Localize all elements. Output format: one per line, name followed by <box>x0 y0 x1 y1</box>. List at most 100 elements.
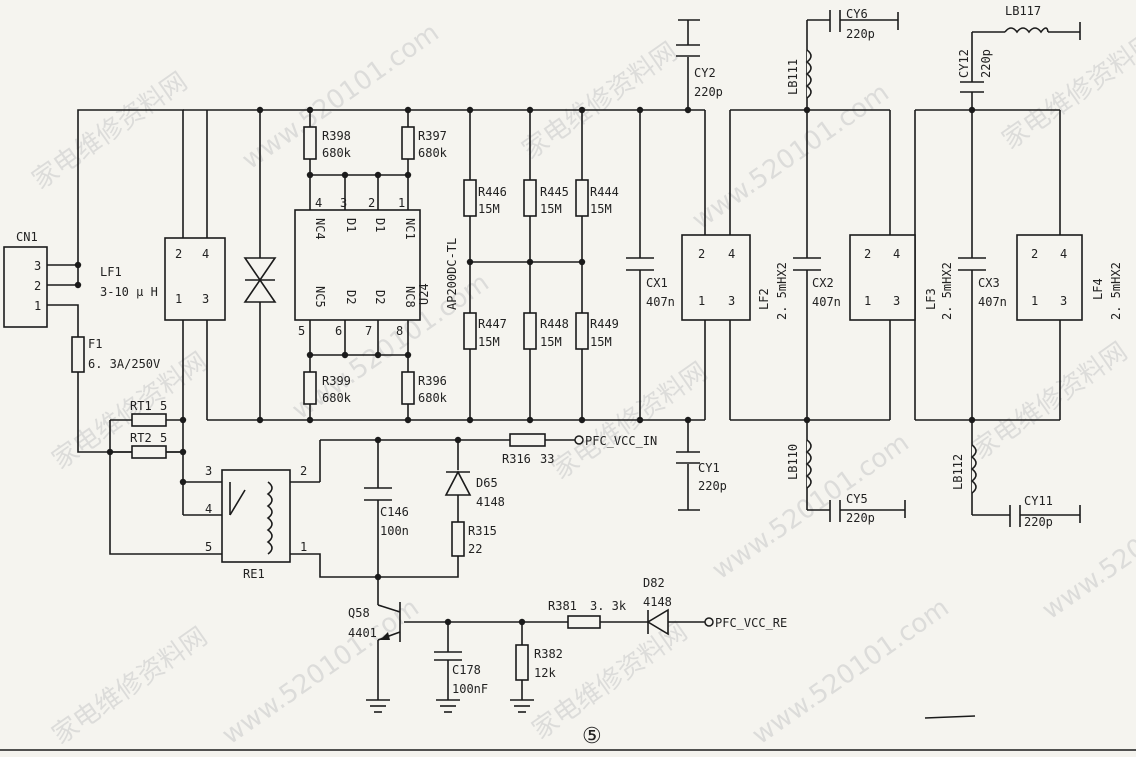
pin-name: D2 <box>373 290 387 304</box>
pin-number: 3 <box>340 196 347 210</box>
diode-triangle <box>243 278 277 303</box>
resistor-body <box>515 644 529 681</box>
capacitor-cy11: CY11 220p <box>1009 494 1081 529</box>
lf4-value: 2. 5mHX2 <box>1109 262 1123 320</box>
filter-lf1: 2 4 1 3 LF1 3-10 μ H <box>100 237 226 321</box>
resistor-r449 <box>575 312 589 350</box>
r397-label: R397 <box>418 129 447 143</box>
r449-value: 15M <box>590 335 612 349</box>
junction-dot <box>341 351 349 359</box>
pin-label: 4 <box>728 247 735 261</box>
r316-label: R316 <box>502 452 531 466</box>
r399-value: 680k <box>322 391 352 405</box>
resistor-ladder: R446 15M R445 15M R444 15M R447 15M R448… <box>463 179 619 350</box>
u24-label: U24 <box>417 283 431 305</box>
inductor-lb112: LB112 <box>951 444 977 494</box>
junction-dot <box>454 436 462 444</box>
re1-label: RE1 <box>243 567 265 581</box>
pin-label: 4 <box>893 247 900 261</box>
pin-label: 1 <box>1031 294 1038 308</box>
resistor-r315: R315 22 <box>451 521 497 557</box>
resistor-body <box>567 615 601 629</box>
ic-body <box>294 209 421 321</box>
lb117-label: LB117 <box>1005 4 1041 18</box>
pin-number: 4 <box>315 196 322 210</box>
resistor-r447 <box>463 312 477 350</box>
junction-dot <box>684 416 692 424</box>
pin-label: 3 <box>1060 294 1067 308</box>
junction-dot <box>466 416 474 424</box>
junction-dot <box>306 416 314 424</box>
relay-coil <box>266 481 273 555</box>
lb110-label: LB110 <box>786 444 800 480</box>
fuse-body <box>71 336 85 373</box>
cy5-value: 220p <box>846 511 875 525</box>
watermark-text: 家电维修资料网 <box>997 27 1136 156</box>
junction-dot <box>74 261 82 269</box>
cn1-label: CN1 <box>16 230 38 244</box>
pfc-vcc-re-label: PFC_VCC_RE <box>715 616 787 630</box>
junction-dot <box>256 416 264 424</box>
terminal <box>574 435 584 445</box>
wire <box>47 109 184 266</box>
cy1-label: CY1 <box>698 461 720 475</box>
r447-label: R447 <box>478 317 507 331</box>
d82-value: 4148 <box>643 595 672 609</box>
filter-lf2: 2 4 1 3 LF2 2. 5mHX2 <box>681 234 789 321</box>
connector-cn1: CN1 3 2 1 <box>3 230 48 328</box>
junction-dot <box>578 416 586 424</box>
pin-name: D1 <box>373 218 387 232</box>
thermistor-rt2: RT2 5 <box>130 431 167 459</box>
r446-value: 15M <box>478 202 500 216</box>
pin-name: NC4 <box>313 218 327 240</box>
capacitor-cy1: CY1 220p <box>676 451 727 511</box>
resistor-r381: R381 3. 3k <box>548 599 627 629</box>
junction-dot <box>526 106 534 114</box>
gap <box>960 258 984 270</box>
resistor-r446 <box>463 179 477 217</box>
pin-label: 3 <box>202 292 209 306</box>
resistor-r445 <box>523 179 537 217</box>
f1-label: F1 <box>88 337 102 351</box>
r448-value: 15M <box>540 335 562 349</box>
watermark-text: 家电维修资料网 <box>27 67 193 196</box>
junction-dot <box>526 416 534 424</box>
pin-label: 3 <box>893 294 900 308</box>
gap <box>678 452 698 464</box>
relay-re1: 3 4 5 2 1 RE1 <box>205 464 307 581</box>
pin-label: 1 <box>300 540 307 554</box>
lf4-label: LF4 <box>1091 278 1105 300</box>
d65-label: D65 <box>476 476 498 490</box>
pin-label: 1 <box>864 294 871 308</box>
lf1-label: LF1 <box>100 265 122 279</box>
r444-value: 15M <box>590 202 612 216</box>
junction-dot <box>466 258 474 266</box>
inductor-coil <box>1004 27 1049 34</box>
filter-lf4: 2 4 1 3 LF4 2. 5mHX2 <box>1016 234 1123 321</box>
transistor-q58: Q58 4401 <box>348 602 401 642</box>
junction-dot <box>444 618 452 626</box>
tvs-diode <box>243 257 277 303</box>
q58-label: Q58 <box>348 606 370 620</box>
junction-dot <box>306 171 314 179</box>
pin-label: 2 <box>864 247 871 261</box>
filter-body <box>1016 234 1083 321</box>
junction-dot <box>518 618 526 626</box>
junction-dot <box>306 106 314 114</box>
resistor-r398: R398 680k <box>303 126 352 160</box>
watermark-url: www.520101.com <box>1037 468 1136 626</box>
r444-label: R444 <box>590 185 619 199</box>
watermark-url: www.520101.com <box>217 593 425 751</box>
capacitor-cy2: CY2 220p <box>676 19 723 99</box>
junction-dot <box>684 106 692 114</box>
cy12-value: 220p <box>979 49 993 78</box>
transistor-collector <box>377 604 401 613</box>
lf3-value: 2. 5mHX2 <box>940 262 954 320</box>
wire <box>109 420 243 555</box>
c178-value: 100nF <box>452 682 488 696</box>
inductor-lb117: LB117 <box>1004 4 1081 40</box>
resistor-r399: R399 680k <box>303 371 352 405</box>
pin-label: 4 <box>1060 247 1067 261</box>
r397-value: 680k <box>418 146 448 160</box>
r382-value: 12k <box>534 666 556 680</box>
